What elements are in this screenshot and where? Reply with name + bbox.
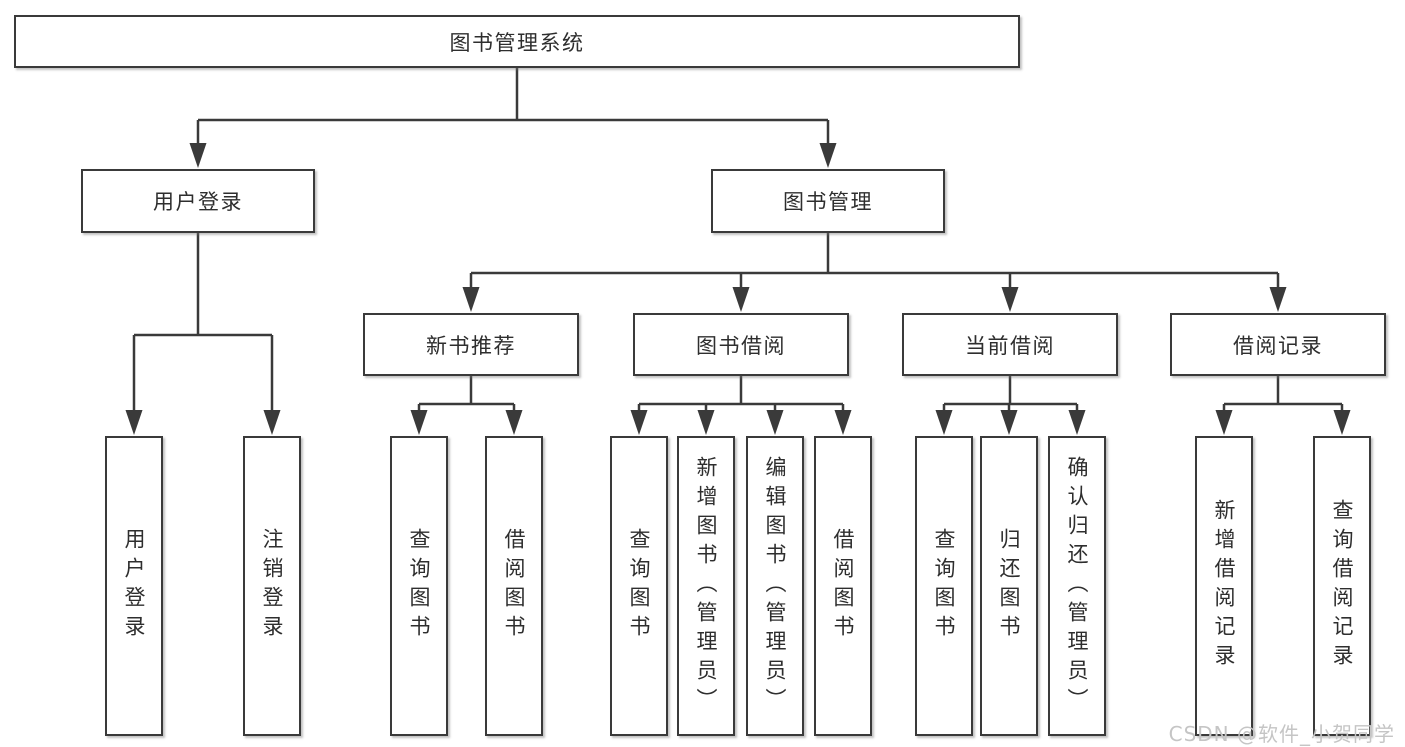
arrow-down-icon: [1001, 287, 1019, 312]
leaf-query-book-recommend: 查询图书: [390, 436, 448, 736]
arrow-down-icon: [263, 410, 281, 435]
arrow-down-icon: [189, 143, 207, 168]
arrow-down-icon: [1000, 410, 1018, 435]
leaf-confirm-return-admin: 确认归还（管理员）: [1048, 436, 1106, 736]
arrow-down-icon: [732, 287, 750, 312]
node-root: 图书管理系统: [14, 15, 1020, 68]
leaf-add-book-admin: 新增图书（管理员）: [677, 436, 735, 736]
leaf-logout: 注销登录: [243, 436, 301, 736]
leaf-borrow-book: 借阅图书: [814, 436, 872, 736]
node-user-login: 用户登录: [81, 169, 315, 233]
arrow-down-icon: [462, 287, 480, 312]
arrow-down-icon: [834, 410, 852, 435]
arrow-down-icon: [1333, 410, 1351, 435]
arrow-down-icon: [1068, 410, 1086, 435]
leaf-add-borrow-record: 新增借阅记录: [1195, 436, 1253, 736]
leaf-query-book-current: 查询图书: [915, 436, 973, 736]
arrow-down-icon: [505, 410, 523, 435]
arrow-down-icon: [697, 410, 715, 435]
arrow-down-icon: [766, 410, 784, 435]
node-current-borrow: 当前借阅: [902, 313, 1118, 376]
leaf-return-book: 归还图书: [980, 436, 1038, 736]
leaf-query-book-borrow: 查询图书: [610, 436, 668, 736]
node-new-book-recommend: 新书推荐: [363, 313, 579, 376]
node-borrow-records: 借阅记录: [1170, 313, 1386, 376]
arrow-down-icon: [1215, 410, 1233, 435]
arrow-down-icon: [819, 143, 837, 168]
arrow-down-icon: [410, 410, 428, 435]
leaf-user-login: 用户登录: [105, 436, 163, 736]
leaf-edit-book-admin: 编辑图书（管理员）: [746, 436, 804, 736]
arrow-down-icon: [125, 410, 143, 435]
leaf-query-borrow-record: 查询借阅记录: [1313, 436, 1371, 736]
arrow-down-icon: [1269, 287, 1287, 312]
node-book-management: 图书管理: [711, 169, 945, 233]
leaf-borrow-book-recommend: 借阅图书: [485, 436, 543, 736]
arrow-down-icon: [935, 410, 953, 435]
watermark: CSDN @软件_小贺同学: [1168, 722, 1395, 746]
arrow-down-icon: [630, 410, 648, 435]
node-book-borrow: 图书借阅: [633, 313, 849, 376]
